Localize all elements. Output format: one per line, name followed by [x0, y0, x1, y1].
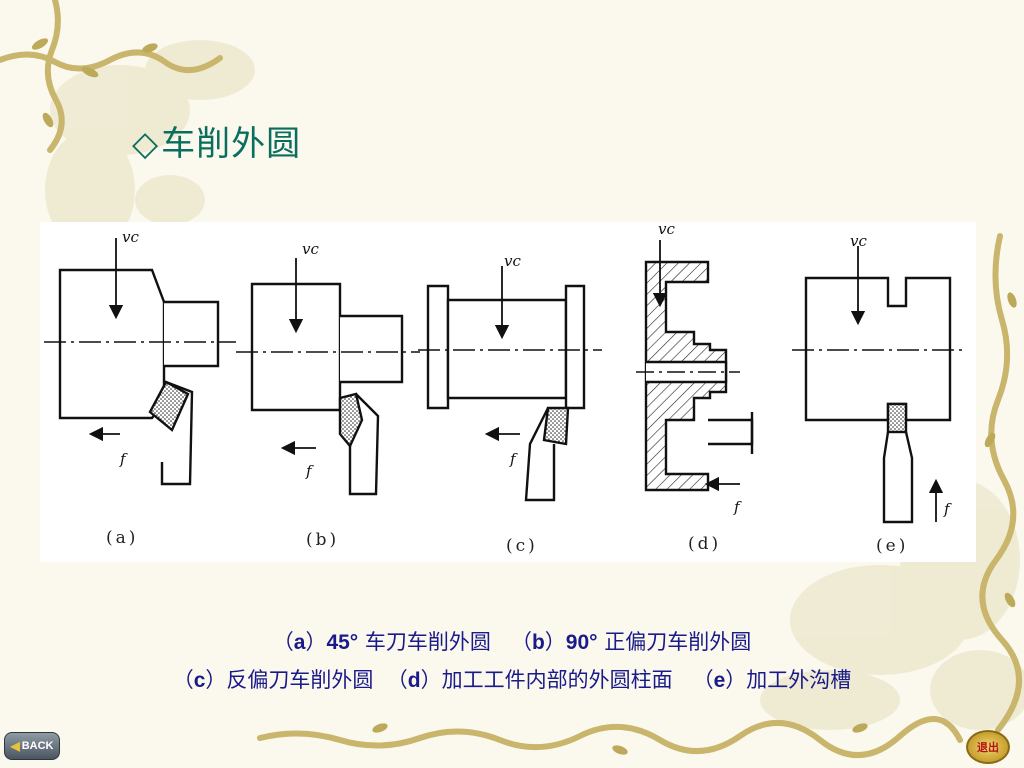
diagram-b [236, 258, 420, 496]
vc-label-c: vc [504, 252, 521, 270]
exit-button-label: 退出 [977, 741, 999, 754]
sub-label-a: (a) [106, 528, 139, 548]
caption-line-2: （c）反偏刀车削外圆 （d）加工工件内部的外圆柱面 （e）加工外沟槽 [0, 664, 1024, 694]
diagram-a [44, 238, 236, 486]
caption-item-e: （e）加工外沟槽 [692, 668, 852, 692]
f-label-d: f [734, 498, 740, 516]
f-label-e: f [944, 500, 950, 518]
diagram-c [418, 266, 602, 502]
title-diamond-icon: ◇ [132, 124, 160, 164]
f-label-b: f [306, 462, 312, 480]
vc-label-a: vc [122, 228, 139, 246]
caption-item-b: （b）90° 正偏刀车削外圆 [510, 630, 752, 654]
sub-label-b: (b) [306, 530, 340, 550]
f-label-a: f [120, 450, 126, 468]
caption-item-a: （a）45° 车刀车削外圆 [272, 630, 491, 654]
title-text: 车削外圆 [161, 124, 302, 164]
caption-item-c: （c）反偏刀车削外圆 [172, 668, 374, 692]
back-button-label: BACK [21, 740, 54, 752]
diagram-d [636, 240, 754, 492]
sub-label-e: (e) [876, 536, 909, 556]
f-label-c: f [510, 450, 516, 468]
back-arrow-icon: ◀ [10, 739, 20, 753]
sub-label-c: (c) [506, 536, 538, 556]
diagram-e [792, 246, 966, 524]
turning-diagram [44, 238, 966, 524]
back-button[interactable]: ◀ BACK [4, 732, 60, 760]
turning-diagram-panel: vc vc vc vc vc f f f f f (a) (b) (c) (d)… [40, 220, 976, 562]
vc-label-b: vc [302, 240, 319, 258]
caption-item-d: （d）加工工件内部的外圆柱面 [386, 668, 673, 692]
vc-label-e: vc [850, 232, 867, 250]
sub-label-d: (d) [688, 534, 722, 554]
slide-title: ◇车削外圆 [132, 116, 301, 165]
vc-label-d: vc [658, 220, 675, 238]
caption-line-1: （a）45° 车刀车削外圆 （b）90° 正偏刀车削外圆 [0, 626, 1024, 656]
exit-button[interactable]: 退出 [966, 730, 1010, 764]
